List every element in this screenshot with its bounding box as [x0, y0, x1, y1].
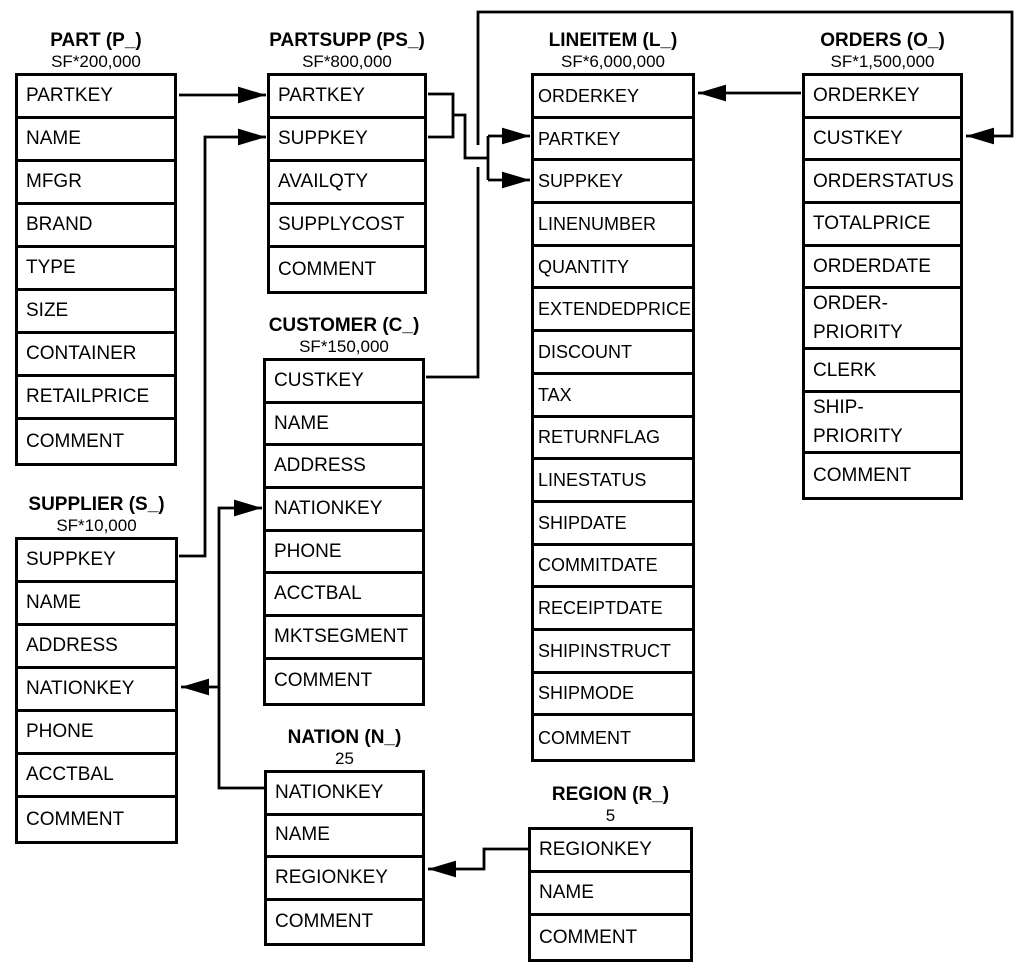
column-cell: SHIP- PRIORITY — [805, 393, 960, 455]
column-cell: NAME — [18, 119, 174, 162]
column-cell: PHONE — [18, 712, 175, 755]
column-cell: DISCOUNT — [534, 332, 692, 375]
column-cell: SUPPKEY — [18, 540, 175, 583]
column-cell: SUPPKEY — [270, 119, 424, 162]
column-cell: ORDERKEY — [534, 76, 692, 119]
table-supplier-cardinality: SF*10,000 — [56, 516, 137, 535]
column-cell: PARTKEY — [270, 76, 424, 119]
column-cell: NATIONKEY — [267, 773, 422, 816]
column-cell: REGIONKEY — [267, 858, 422, 901]
column-cell: COMMENT — [275, 910, 374, 932]
column-cell: ORDERKEY — [805, 76, 960, 119]
column-cell: PARTKEY — [18, 76, 174, 119]
fk-region-regionkey-to-nation-regionkey — [428, 847, 528, 878]
table-lineitem-cardinality: SF*6,000,000 — [561, 52, 665, 71]
column-cell: CONTAINER — [18, 334, 174, 377]
column-cell: PHONE — [266, 532, 422, 575]
column-cell: AVAILQTY — [270, 162, 424, 205]
column-cell: EXTENDEDPRICE — [534, 289, 692, 333]
column-cell: SUPPLYCOST — [270, 205, 424, 248]
column-cell: MFGR — [18, 162, 174, 205]
column-cell: TOTALPRICE — [805, 204, 960, 247]
column-cell: COMMENT — [26, 430, 125, 452]
column-cell: NATIONKEY — [266, 489, 422, 532]
column-cell: LINESTATUS — [534, 460, 692, 503]
column-cell: RETURNFLAG — [534, 418, 692, 461]
table-partsupp-cardinality: SF*800,000 — [302, 52, 392, 71]
table-part-title: PART (P_) — [50, 30, 142, 51]
column-cell: COMMENT — [274, 670, 373, 692]
column-cell: ORDER- PRIORITY — [805, 289, 960, 351]
column-cell: TYPE — [18, 248, 174, 291]
column-cell: NAME — [267, 816, 422, 858]
column-cell: ORDERDATE — [805, 247, 960, 290]
column-cell: NATIONKEY — [18, 669, 175, 712]
column-cell: MKTSEGMENT — [266, 617, 422, 660]
column-cell: CUSTKEY — [805, 119, 960, 162]
column-cell: REGIONKEY — [531, 830, 690, 873]
column-cell: RECEIPTDATE — [534, 588, 692, 631]
column-cell: COMMENT — [538, 727, 631, 748]
table-partsupp-title: PARTSUPP (PS_) — [269, 30, 425, 51]
column-cell: COMMENT — [26, 808, 125, 830]
column-cell: COMMENT — [539, 926, 638, 948]
column-cell: COMMENT — [813, 464, 912, 486]
column-cell: COMMENT — [278, 258, 377, 280]
column-cell: ORDERSTATUS — [805, 161, 960, 205]
column-cell: CLERK — [805, 350, 960, 394]
table-lineitem-title: LINEITEM (L_) — [548, 30, 678, 51]
column-cell: SIZE — [18, 291, 174, 334]
table-region-title: REGION (R_) — [551, 784, 670, 805]
table-supplier-title: SUPPLIER (S_) — [28, 494, 165, 515]
column-cell: COMMITDATE — [534, 546, 692, 589]
table-region-cardinality: 5 — [605, 806, 616, 825]
column-cell: RETAILPRICE — [18, 377, 174, 420]
column-cell: NAME — [266, 404, 422, 447]
column-cell: NAME — [18, 583, 175, 626]
column-cell: ADDRESS — [266, 446, 422, 490]
table-orders-title: ORDERS (O_) — [820, 30, 945, 51]
column-cell: CUSTKEY — [266, 361, 422, 404]
table-customer-title: CUSTOMER (C_) — [268, 315, 420, 336]
table-customer-cardinality: SF*150,000 — [299, 337, 389, 356]
fk-nation-nationkey-to-customer-and-supplier — [181, 499, 264, 790]
column-cell: BRAND — [18, 205, 174, 248]
column-cell: SHIPMODE — [534, 674, 692, 717]
column-cell: SHIPINSTRUCT — [534, 631, 692, 674]
table-part-cardinality: SF*200,000 — [51, 52, 141, 71]
fk-supplier-suppkey-to-partsupp-suppkey — [179, 128, 266, 558]
column-cell: LINENUMBER — [534, 204, 692, 247]
table-orders-cardinality: SF*1,500,000 — [830, 52, 935, 71]
column-cell: SUPPKEY — [534, 161, 692, 205]
fk-partsupp-to-lineitem-partkey-suppkey — [428, 92, 530, 189]
column-cell: QUANTITY — [534, 247, 692, 290]
table-nation-title: NATION (N_) — [287, 727, 402, 748]
table-nation-cardinality: 25 — [335, 749, 354, 768]
column-cell: TAX — [534, 375, 692, 418]
column-cell: SHIPDATE — [534, 503, 692, 546]
column-cell: ACCTBAL — [18, 755, 175, 798]
column-cell: ACCTBAL — [266, 574, 422, 618]
column-cell: PARTKEY — [534, 119, 692, 162]
column-cell: NAME — [531, 873, 690, 916]
column-cell: ADDRESS — [18, 626, 175, 669]
